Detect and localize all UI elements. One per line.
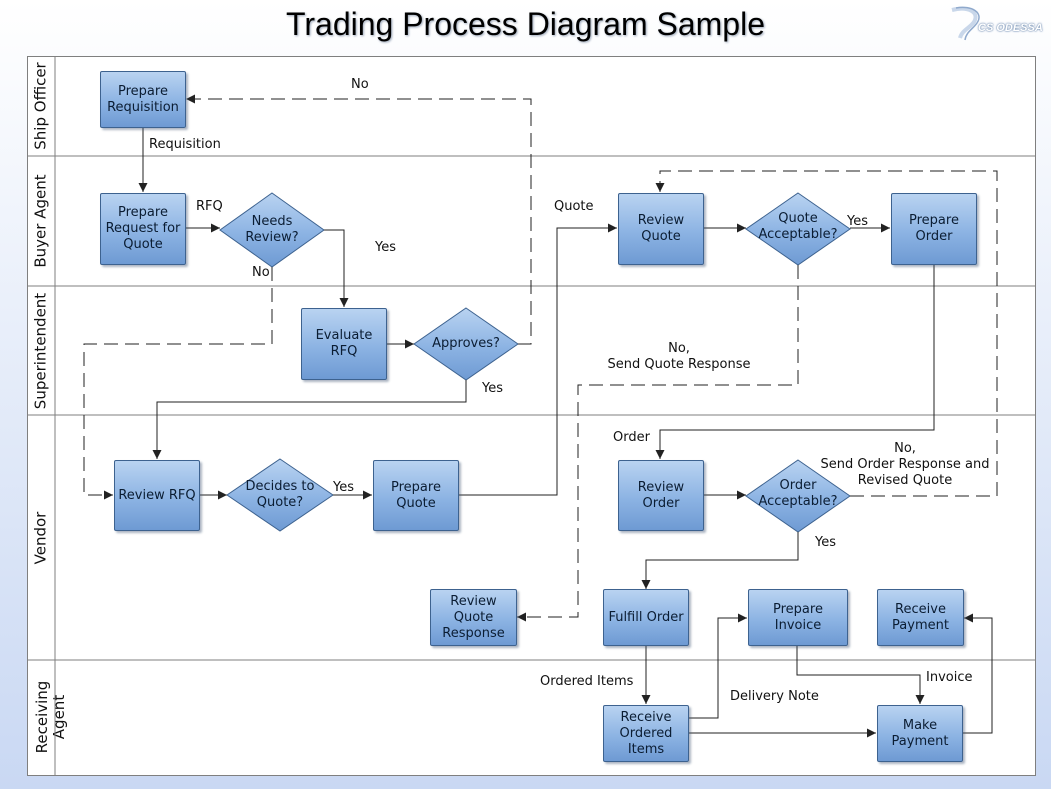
dashed-connectors: [83, 94, 998, 622]
prepare-requisition-node: Prepare Requisition: [100, 71, 186, 128]
edge-label-rfq: RFQ: [196, 199, 223, 214]
page-title: Trading Process Diagram Sample: [286, 6, 765, 42]
prepare-invoice-node: Prepare Invoice: [748, 589, 848, 646]
edge-label-yes-order-acceptable: Yes: [815, 535, 836, 550]
edge-label-line: Revised Quote: [857, 473, 953, 488]
edge-label-delivery-note: Delivery Note: [730, 689, 819, 704]
approves-label: Approves?: [432, 336, 500, 351]
receive-ordered-items-node: Receive Ordered Items: [603, 705, 689, 762]
edge-label-yes-approves: Yes: [482, 381, 503, 396]
decides-to-quote-label: Decides to Quote?: [245, 479, 315, 510]
edge-label-no-send-quote-response: No, Send Quote Response: [590, 341, 768, 373]
make-payment-node: Make Payment: [877, 705, 963, 762]
edge-label-ordered-items: Ordered Items: [540, 674, 634, 689]
edge-label-quote: Quote: [554, 199, 594, 214]
review-quote-node: Review Quote: [618, 193, 704, 265]
edge-label-requisition: Requisition: [149, 137, 221, 152]
edge-label-yes-decides: Yes: [333, 480, 354, 495]
review-quote-response-node: Review Quote Response: [430, 589, 517, 646]
prepare-order-node: Prepare Order: [891, 193, 977, 265]
quote-acceptable-label: Quote Acceptable?: [758, 211, 838, 242]
logo-text: CS ODESSA: [978, 22, 1043, 34]
edge-label-order: Order: [613, 430, 650, 445]
edge-label-no-needs-review: No: [252, 265, 270, 280]
needs-review-label: Needs Review?: [245, 214, 299, 245]
edge-label-yes-quote-acceptable: Yes: [847, 214, 868, 229]
fulfill-order-node: Fulfill Order: [603, 589, 689, 646]
review-order-node: Review Order: [618, 460, 704, 531]
evaluate-rfq-node: Evaluate RFQ: [301, 308, 387, 380]
decides-to-quote-diamond: [226, 458, 334, 532]
diamond-shapes: [219, 192, 851, 533]
edge-label-line: No,: [894, 441, 916, 456]
prepare-request-for-quote-node: Prepare Request for Quote: [100, 193, 186, 265]
prepare-quote-node: Prepare Quote: [373, 460, 459, 531]
order-acceptable-label: Order Acceptable?: [758, 478, 838, 509]
edge-label-no-send-order-response: No, Send Order Response and Revised Quot…: [810, 441, 1000, 489]
cs-odessa-logo-icon: [951, 6, 980, 41]
edge-label-line: No,: [668, 341, 690, 356]
review-rfq-node: Review RFQ: [114, 460, 200, 531]
solid-connectors: [138, 128, 993, 738]
edge-label-invoice: Invoice: [926, 670, 973, 685]
edge-label-no: No: [351, 77, 369, 92]
edge-label-yes-needs-review: Yes: [375, 240, 396, 255]
edge-label-line: Send Quote Response: [607, 357, 751, 372]
receive-payment-node: Receive Payment: [877, 589, 964, 646]
edge-label-line: Send Order Response and: [820, 457, 990, 472]
